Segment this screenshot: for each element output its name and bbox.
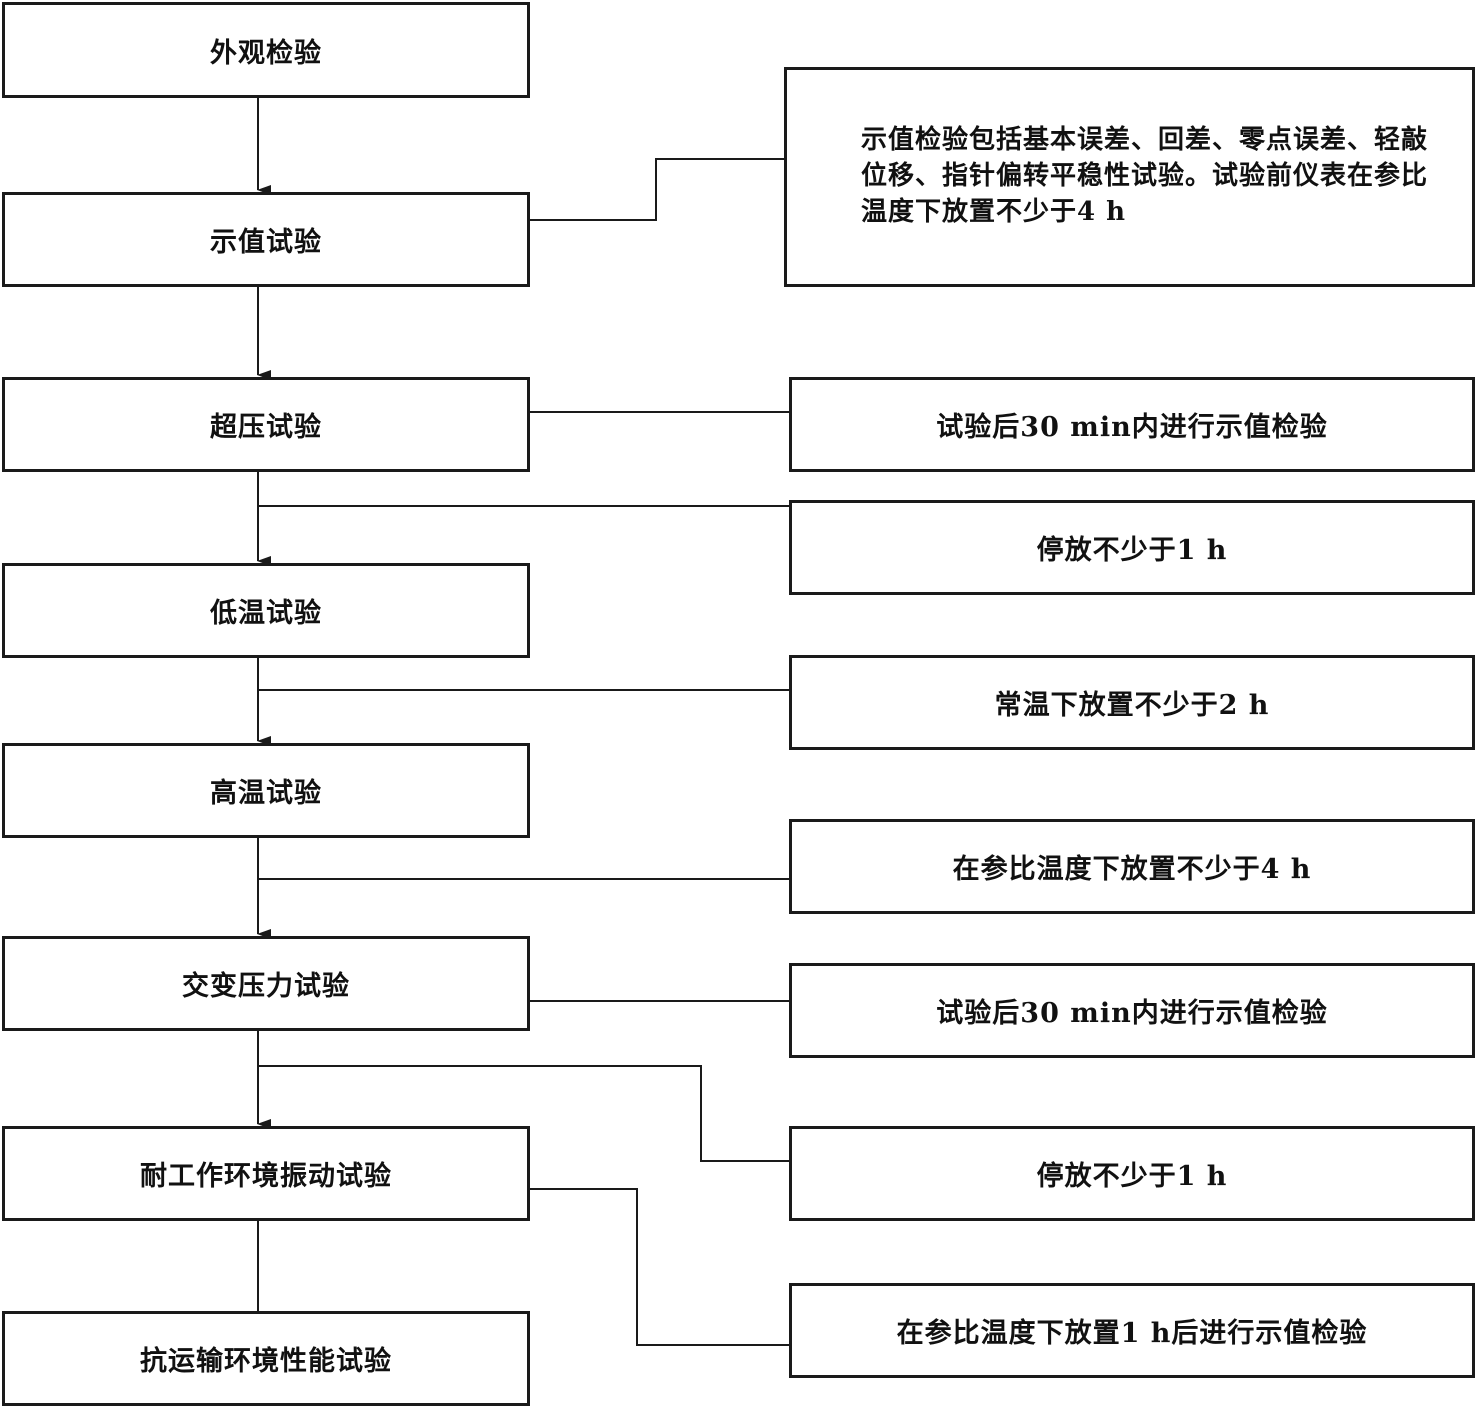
connector-note-1 (530, 158, 784, 221)
note-reference-temp-1h: 在参比温度下放置1 h后进行示值检验 (789, 1283, 1475, 1378)
connector-note-7 (258, 1065, 789, 1162)
note-label: 试验后30 min内进行示值检验 (936, 998, 1328, 1029)
note-alternating-pressure: 试验后30 min内进行示值检验 (789, 963, 1475, 1058)
step-label: 抗运输环境性能试验 (140, 1346, 392, 1377)
connector-note-8 (530, 1188, 789, 1346)
step-label: 外观检验 (210, 37, 322, 69)
note-label: 试验后30 min内进行示值检验 (936, 412, 1328, 443)
note-overpressure: 试验后30 min内进行示值检验 (789, 377, 1475, 472)
note-rest-1h-a: 停放不少于1 h (789, 500, 1475, 595)
note-label: 在参比温度下放置1 h后进行示值检验 (896, 1318, 1368, 1349)
step-appearance-inspection: 外观检验 (2, 2, 530, 98)
step-label: 高温试验 (210, 778, 322, 809)
step-label: 耐工作环境振动试验 (140, 1161, 392, 1192)
note-label: 停放不少于1 h (1036, 1161, 1228, 1192)
step-label: 超压试验 (210, 412, 322, 443)
step-high-temperature-test: 高温试验 (2, 743, 530, 838)
step-indication-test: 示值试验 (2, 192, 530, 287)
step-label: 交变压力试验 (182, 971, 350, 1002)
note-rest-1h-b: 停放不少于1 h (789, 1126, 1475, 1221)
note-label: 示值检验包括基本误差、回差、零点误差、轻敲位移、指针偏转平稳性试验。试验前仪表在… (861, 125, 1429, 227)
note-room-temp-2h: 常温下放置不少于2 h (789, 655, 1475, 750)
step-transport-environment-test: 抗运输环境性能试验 (2, 1311, 530, 1406)
step-low-temperature-test: 低温试验 (2, 563, 530, 658)
note-label: 常温下放置不少于2 h (994, 690, 1270, 721)
step-overpressure-test: 超压试验 (2, 377, 530, 472)
note-label: 在参比温度下放置不少于4 h (952, 854, 1312, 885)
step-label: 示值试验 (210, 227, 322, 258)
note-label: 停放不少于1 h (1036, 535, 1228, 566)
step-label: 低温试验 (210, 598, 322, 629)
note-indication-details: 示值检验包括基本误差、回差、零点误差、轻敲位移、指针偏转平稳性试验。试验前仪表在… (784, 67, 1475, 287)
step-vibration-test: 耐工作环境振动试验 (2, 1126, 530, 1221)
step-alternating-pressure-test: 交变压力试验 (2, 936, 530, 1031)
note-reference-temp-4h: 在参比温度下放置不少于4 h (789, 819, 1475, 914)
